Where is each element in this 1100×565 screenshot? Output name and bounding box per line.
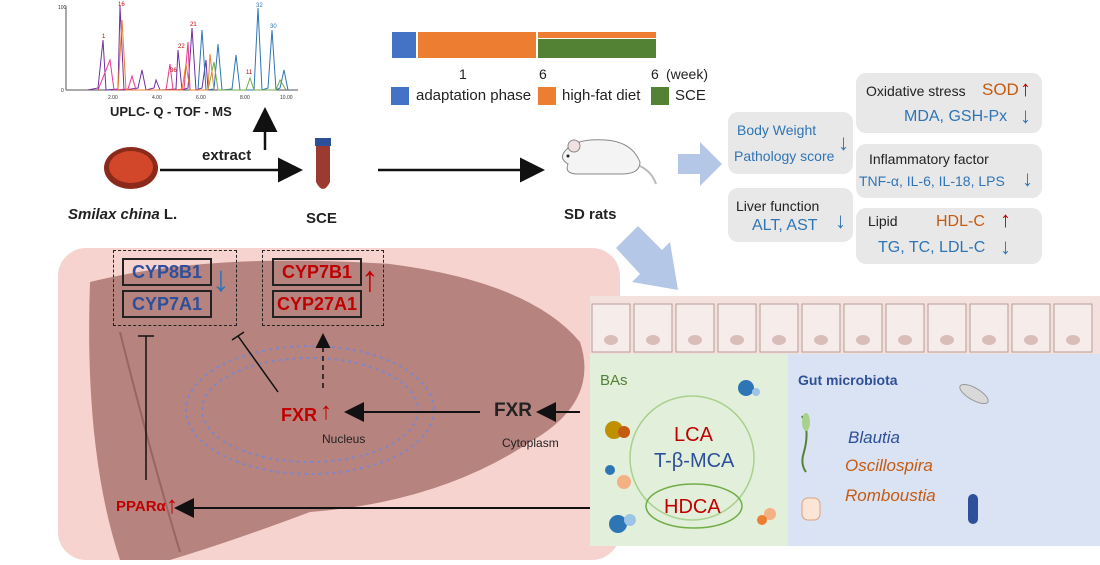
y-tick: 0: [61, 88, 64, 94]
timeline-tick: 6: [651, 66, 659, 82]
up-arrow-icon: ↑: [320, 398, 332, 425]
legend-swatch-adaptation: [391, 87, 409, 105]
lipid-down-values: TG, TC, LDL-C: [878, 239, 986, 256]
source-genus: Smilax china: [68, 206, 160, 223]
source-suffix: L.: [159, 206, 178, 223]
fxr-cytoplasm-label: FXR: [494, 400, 532, 421]
liver-function-title: Liver function: [736, 198, 820, 214]
liver-organ-icon: [60, 252, 620, 560]
x-tick: 10.00: [280, 95, 293, 101]
lipid-panel: [856, 208, 1042, 264]
liver-function-panel: [728, 188, 853, 242]
timeline-tick: 1: [459, 66, 467, 82]
hdl-label: HDL-C: [936, 213, 985, 230]
tube-icon: [313, 138, 333, 196]
cytoplasm-label: Cytoplasm: [502, 436, 559, 450]
microbe-blautia: Blautia: [848, 428, 900, 447]
chromatogram: 1 16 21 22 32 30 11 36 100 0 2.00 4.00 6…: [58, 0, 308, 120]
down-arrow-icon: ↓: [838, 130, 849, 155]
fxr-nucleus-label: FXR: [281, 405, 317, 425]
bas-tbmca: T-β-MCA: [654, 450, 735, 472]
gene-cyp7a1: CYP7A1: [122, 290, 212, 318]
down-arrow-icon: ↓: [1000, 234, 1011, 259]
microbe-oscillospira: Oscillospira: [845, 456, 933, 475]
liver-function-values: ALT, AST: [752, 217, 818, 234]
peak-label: 11: [246, 70, 253, 76]
down-arrow-icon: ↓: [1020, 103, 1031, 128]
up-arrow-icon: ↑: [361, 258, 379, 299]
legend-label: high-fat diet: [562, 87, 641, 104]
inflammatory-title: Inflammatory factor: [869, 151, 989, 167]
nucleus-label: Nucleus: [322, 432, 366, 446]
timeline-tick: 6: [539, 66, 547, 82]
legend-label: adaptation phase: [416, 87, 532, 104]
down-arrow-icon: ↓: [1022, 166, 1033, 191]
x-tick: 8.00: [240, 95, 250, 101]
microbiota-panel: [788, 354, 1100, 546]
peak-label: 22: [178, 44, 185, 50]
peak-label: 21: [190, 22, 197, 28]
source-label: Smilax china L.: [68, 206, 177, 223]
body-weight-label: Body Weight: [737, 122, 817, 138]
bas-panel: [590, 354, 788, 546]
peak-label: 1: [102, 34, 106, 40]
bas-title: BAs: [600, 372, 628, 389]
pathology-score-label: Pathology score: [734, 148, 835, 164]
gene-cyp8b1: CYP8B1: [122, 258, 212, 286]
bas-illustration: [605, 380, 776, 533]
legend-swatch-high-fat: [538, 87, 556, 105]
chromatogram-plot: 1 16 21 22 32 30 11 36 100 0 2.00 4.00 6…: [58, 2, 298, 101]
intestinal-epithelium: [590, 296, 1100, 354]
y-tick: 100: [58, 5, 67, 11]
gene-cyp27a1: CYP27A1: [272, 290, 362, 318]
nucleus-membrane: [185, 345, 435, 475]
up-arrow-icon: ↑: [166, 492, 178, 519]
gene-cyp7b1: CYP7B1: [272, 258, 362, 286]
down-genes-group: [113, 250, 237, 326]
rat-icon: [548, 128, 658, 188]
bas-hdca: HDCA: [664, 496, 721, 518]
microbe-romboustia: Romboustia: [845, 486, 936, 505]
inflammatory-values: TNF-α, IL-6, IL-18, LPS: [859, 173, 1005, 189]
microbiota-title: Gut microbiota: [798, 372, 898, 388]
smilax-rhizome-icon: [102, 144, 160, 192]
bas-lca: LCA: [674, 424, 713, 446]
oxidative-down-values: MDA, GSH-Px: [904, 108, 1008, 125]
x-tick: 6.00: [196, 95, 206, 101]
legend-swatch-sce: [651, 87, 669, 105]
microbe-icons: [801, 383, 989, 524]
lipid-title: Lipid: [868, 213, 898, 229]
oxidative-stress-panel: [856, 73, 1042, 133]
body-weight-panel: [728, 112, 853, 174]
up-arrow-icon: ↑: [1020, 76, 1031, 101]
inflammatory-panel: [856, 144, 1042, 198]
peak-label: 16: [118, 2, 125, 8]
sce-label: SCE: [306, 210, 337, 227]
peak-label: 36: [170, 68, 177, 74]
x-tick: 2.00: [108, 95, 118, 101]
peak-label: 32: [256, 3, 263, 9]
legend-label: SCE: [675, 87, 706, 104]
chromatogram-title: UPLC- Q - TOF - MS: [110, 104, 232, 119]
x-tick: 4.00: [152, 95, 162, 101]
ppar-label: PPARα: [116, 498, 166, 515]
sod-label: SOD: [982, 80, 1019, 99]
up-arrow-icon: ↑: [1000, 207, 1011, 232]
up-genes-group: [262, 250, 384, 326]
timeline-bar: [392, 32, 656, 58]
timeline-unit: (week): [666, 66, 709, 82]
rats-label: SD rats: [564, 206, 617, 223]
down-arrow-icon: ↓: [212, 258, 230, 299]
peak-label: 30: [270, 24, 277, 30]
down-arrow-icon: ↓: [835, 208, 846, 233]
oxidative-stress-title: Oxidative stress: [866, 83, 966, 99]
extract-label: extract: [202, 147, 252, 164]
